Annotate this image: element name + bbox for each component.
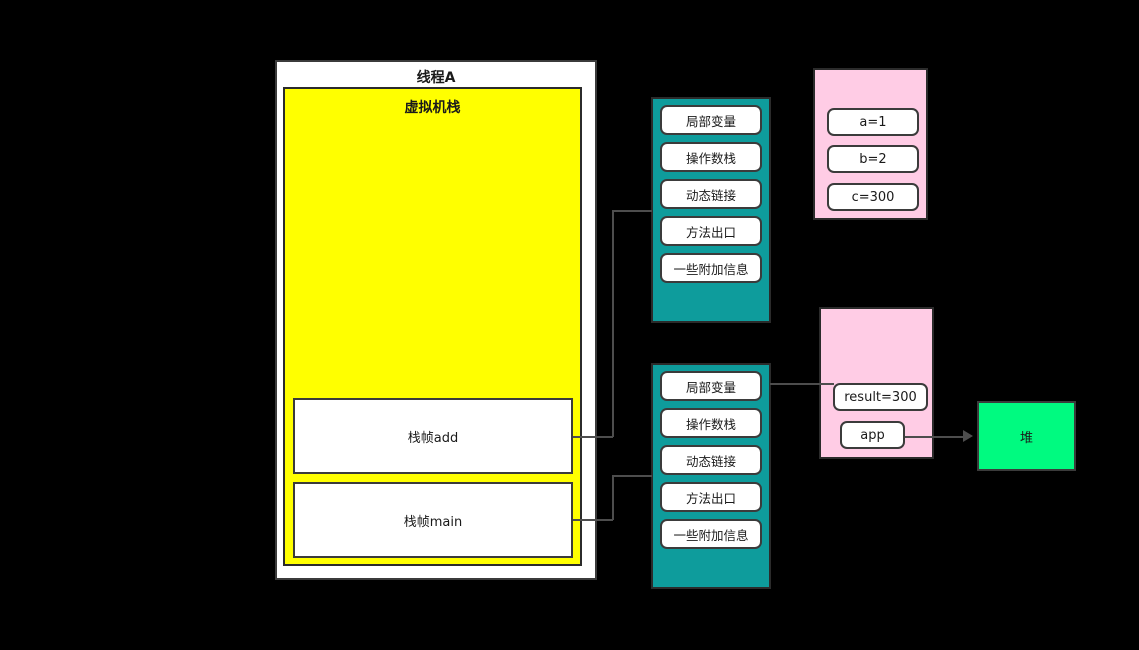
detail-add-local-variables-label: 局部变量 [685,113,736,129]
local-var-b-label: b=2 [859,151,887,167]
connector-add-h2 [612,210,652,212]
heap-box: 堆 [977,401,1076,471]
heap-label: 堆 [1019,430,1033,446]
detail-main-method-return[interactable]: 方法出口 [660,482,762,512]
stack-frame-add-label: 栈帧add [407,430,459,446]
local-var-a-label: a=1 [859,114,887,130]
stack-frame-main-label: 栈帧main [403,514,463,530]
detail-main-operand-stack[interactable]: 操作数栈 [660,408,762,438]
stack-frame-detail-add: 局部变量 操作数栈 动态链接 方法出口 一些附加信息 [651,97,771,323]
detail-add-extra-info-label: 一些附加信息 [673,261,749,277]
arrow-app-heap-head [963,430,973,442]
detail-main-method-return-label: 方法出口 [685,490,736,506]
stack-frame-main[interactable]: 栈帧main [293,482,573,558]
stack-frame-detail-main: 局部变量 操作数栈 动态链接 方法出口 一些附加信息 [651,363,771,589]
detail-main-local-variables-label: 局部变量 [685,379,736,395]
detail-add-method-return[interactable]: 方法出口 [660,216,762,246]
local-var-app[interactable]: app [840,421,905,449]
connector-add-h1 [573,436,613,438]
detail-add-method-return-label: 方法出口 [685,224,736,240]
detail-add-local-variables[interactable]: 局部变量 [660,105,762,135]
connector-locals-main [770,383,834,385]
detail-add-dynamic-linking-label: 动态链接 [685,187,736,203]
connector-add-v [612,210,614,437]
detail-add-extra-info[interactable]: 一些附加信息 [660,253,762,283]
local-var-a[interactable]: a=1 [827,108,919,136]
detail-main-extra-info[interactable]: 一些附加信息 [660,519,762,549]
detail-main-dynamic-linking[interactable]: 动态链接 [660,445,762,475]
vm-stack-title: 虚拟机栈 [404,100,461,116]
detail-main-dynamic-linking-label: 动态链接 [685,453,736,469]
local-var-result[interactable]: result=300 [833,383,928,411]
stack-frame-add[interactable]: 栈帧add [293,398,573,474]
connector-app-heap [905,436,967,438]
connector-main-h1 [573,519,613,521]
local-var-c-label: c=300 [851,189,895,205]
detail-add-operand-stack-label: 操作数栈 [685,150,736,166]
local-var-b[interactable]: b=2 [827,145,919,173]
detail-add-dynamic-linking[interactable]: 动态链接 [660,179,762,209]
detail-add-operand-stack[interactable]: 操作数栈 [660,142,762,172]
local-var-c[interactable]: c=300 [827,183,919,211]
local-var-result-label: result=300 [844,389,917,405]
connector-main-h2 [612,475,652,477]
local-var-app-label: app [860,427,885,443]
detail-main-operand-stack-label: 操作数栈 [685,416,736,432]
connector-main-v [612,475,614,520]
thread-title: 线程A [416,70,456,86]
detail-main-extra-info-label: 一些附加信息 [673,527,749,543]
detail-main-local-variables[interactable]: 局部变量 [660,371,762,401]
